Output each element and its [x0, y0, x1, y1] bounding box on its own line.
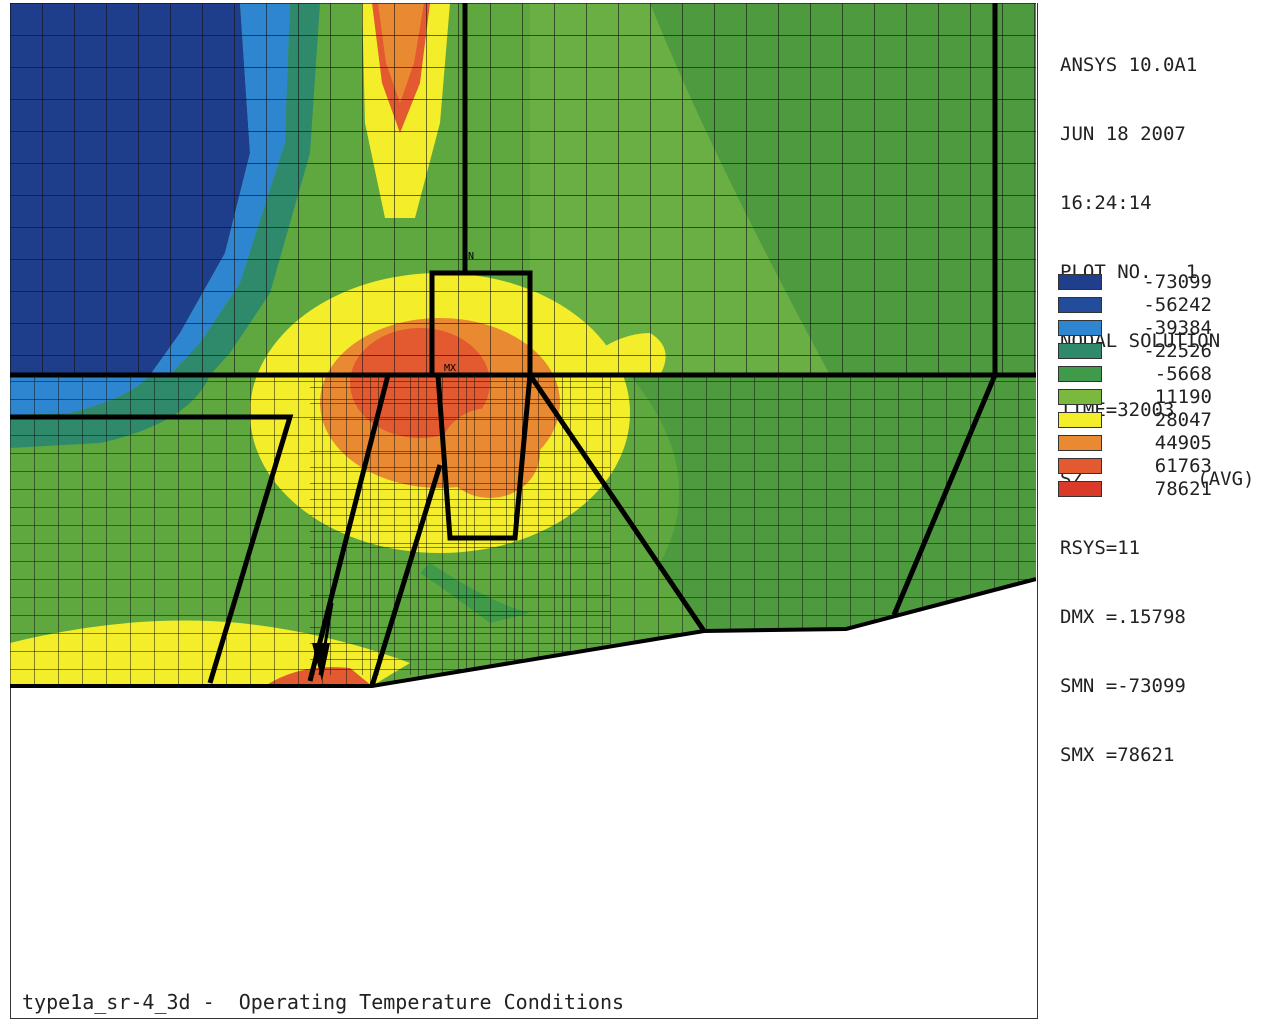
- contour-plot[interactable]: N MX: [10, 3, 1036, 693]
- legend-value: 61763: [1154, 455, 1212, 477]
- legend-value: -56242: [1143, 294, 1212, 316]
- legend-value: -39384: [1143, 317, 1212, 339]
- plot-time: 16:24:14: [1060, 192, 1152, 214]
- legend-swatch: [1058, 458, 1102, 474]
- coordinate-system: RSYS=11: [1060, 537, 1141, 559]
- max-stress: SMX =78621: [1060, 744, 1175, 766]
- legend-value: -5668: [1154, 363, 1212, 385]
- displacement-arrow: [312, 602, 334, 681]
- legend-swatch: [1058, 320, 1102, 336]
- mesh-center: [310, 375, 610, 675]
- node-label-n: N: [468, 251, 474, 262]
- legend-swatch: [1058, 435, 1102, 451]
- legend-swatch: [1058, 412, 1102, 428]
- max-displacement: DMX =.15798: [1060, 606, 1186, 628]
- legend-value: 78621: [1154, 478, 1212, 500]
- legend-value: -22526: [1143, 340, 1212, 362]
- legend-swatch: [1058, 343, 1102, 359]
- plot-title: type1a_sr-4_3d - Operating Temperature C…: [22, 990, 625, 1014]
- legend-swatch: [1058, 481, 1102, 497]
- node-label-mx: MX: [444, 363, 456, 374]
- legend-value: -73099: [1143, 271, 1212, 293]
- legend-value: 28047: [1154, 409, 1212, 431]
- legend-swatch: [1058, 389, 1102, 405]
- mesh-upper: [10, 3, 1036, 375]
- legend-swatch: [1058, 297, 1102, 313]
- legend-value: 44905: [1154, 432, 1212, 454]
- legend-value: 11190: [1154, 386, 1212, 408]
- plot-date: JUN 18 2007: [1060, 123, 1186, 145]
- min-stress: SMN =-73099: [1060, 675, 1186, 697]
- legend-swatch: [1058, 274, 1102, 290]
- structure-lines: [10, 3, 1036, 687]
- program-version: ANSYS 10.0A1: [1060, 54, 1198, 76]
- legend-swatch: [1058, 366, 1102, 382]
